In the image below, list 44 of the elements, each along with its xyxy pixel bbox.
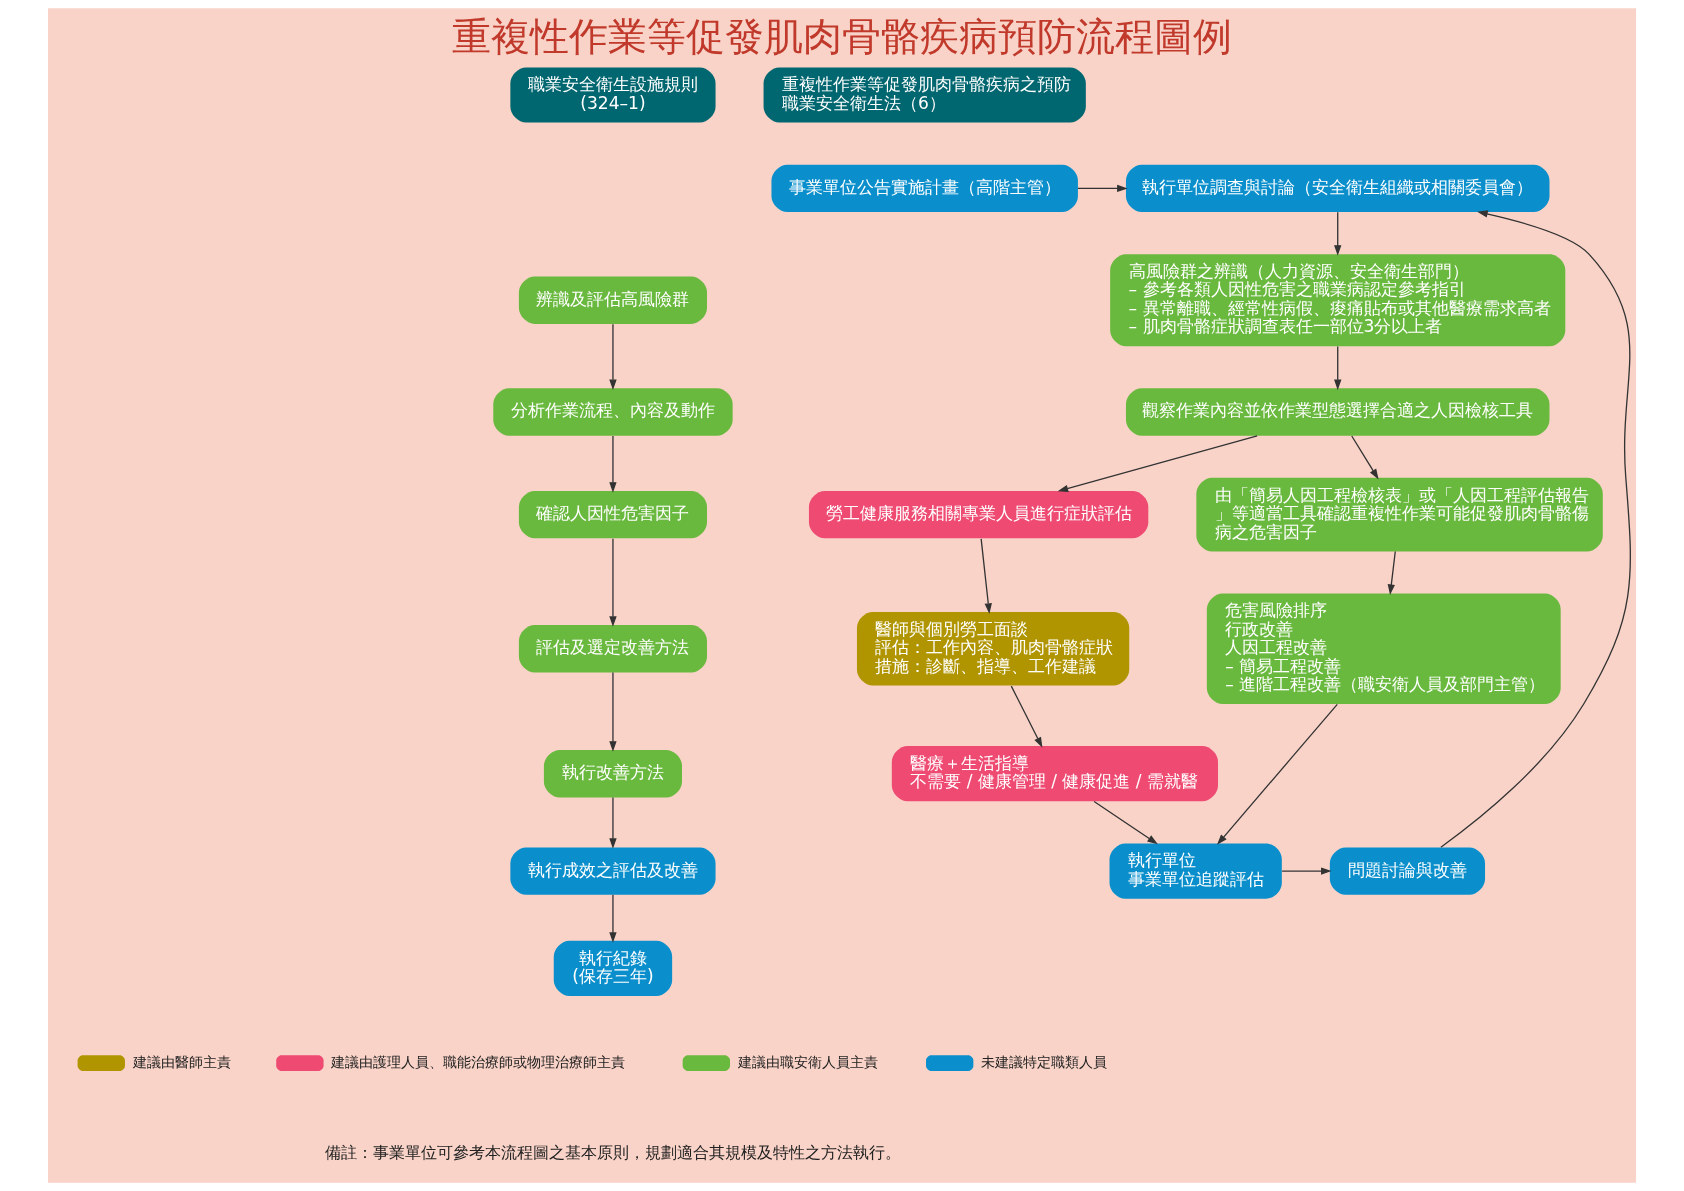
node-box: 觀察作業內容並依作業型態選擇合適之人因檢核工具: [1125, 388, 1550, 436]
node-box: 由「簡易人因工程檢核表」或「人因工程評估報告」等適當工具確認重複性作業可能促發肌肉骨骼傷病之危害因子: [1196, 477, 1603, 552]
node-box: 重複性作業等促發肌肉骨骼疾病之預防 職業安全衛生法（6）: [763, 67, 1086, 123]
arrow: [1217, 703, 1338, 845]
legend-label: 未建議特定職類人員: [981, 1053, 1108, 1070]
node-box: 評估及選定改善方法: [518, 625, 707, 673]
node-box: 高風險群之辨識（人力資源、安全衛生部門） – 參考各類人因性危害之職業病認定參考指引 – 異常離職、經常性病假、痠痛貼布或其他醫療需求高者 – 肌肉骨骼症狀調查表任一部位3分以上者: [1110, 254, 1566, 347]
node-box: 執行單位調查與討論（安全衛生組織或相關委員會）: [1125, 164, 1550, 213]
arrow: [1351, 435, 1379, 480]
arrow: [609, 323, 617, 391]
arrow: [609, 671, 617, 752]
node-box: 問題討論與改善: [1329, 847, 1486, 895]
arrow: [609, 435, 617, 493]
arrow: [1334, 345, 1342, 391]
legend-label: 建議由醫師主責: [132, 1053, 231, 1070]
arrow: [1281, 867, 1332, 875]
arrow: [1387, 550, 1396, 596]
node-box: 職業安全衛生設施規則 (324–1): [510, 67, 716, 123]
arrow: [1077, 184, 1128, 193]
node-box: 事業單位公告實施計畫（高階主管）: [771, 164, 1078, 213]
arrow: [1010, 685, 1043, 748]
node-box: 辨識及評估高風險群: [518, 276, 707, 324]
legend-label: 建議由護理人員、職能治療師或物理治療師主責: [331, 1053, 626, 1070]
node-box: 危害風險排序 行政改善 人因工程改善 – 簡易工程改善 – 進階工程改善（職安衛人員及部門主管）: [1206, 593, 1561, 704]
arrow: [1093, 800, 1158, 845]
label: 備註：事業單位可參考本流程圖之基本原則，規劃適合其規模及特性之方法執行。: [324, 1142, 901, 1162]
node-box: 分析作業流程、內容及動作: [493, 388, 733, 436]
node-box: 確認人因性危害因子: [518, 490, 707, 539]
arrow: [1440, 210, 1631, 848]
node-box: 執行改善方法: [543, 750, 682, 798]
diagram-title: 重複性作業等促發肌肉骨骼疾病預防流程圖例: [452, 13, 1232, 60]
node-box: 執行成效之評估及改善: [510, 847, 716, 895]
arrow: [609, 538, 617, 627]
node-box: 醫師與個別勞工面談 評估：工作內容、肌肉骨骼症狀 措施：診斷、指導、工作建議: [856, 611, 1130, 686]
arrow: [609, 894, 617, 943]
node-box: 勞工健康服務相關專業人員進行症狀評估: [808, 490, 1149, 539]
arrow: [980, 538, 992, 614]
arrow: [1057, 435, 1258, 492]
node-box: 執行單位 事業單位追蹤評估: [1109, 843, 1282, 899]
legend-label: 建議由職安衛人員主責: [737, 1053, 878, 1070]
node-box: 醫療＋生活指導 不需要 / 健康管理 / 健康促進 / 需就醫: [891, 746, 1219, 802]
arrow: [1334, 211, 1342, 256]
node-box: 執行紀錄 (保存三年): [553, 940, 673, 997]
arrow: [609, 796, 617, 849]
